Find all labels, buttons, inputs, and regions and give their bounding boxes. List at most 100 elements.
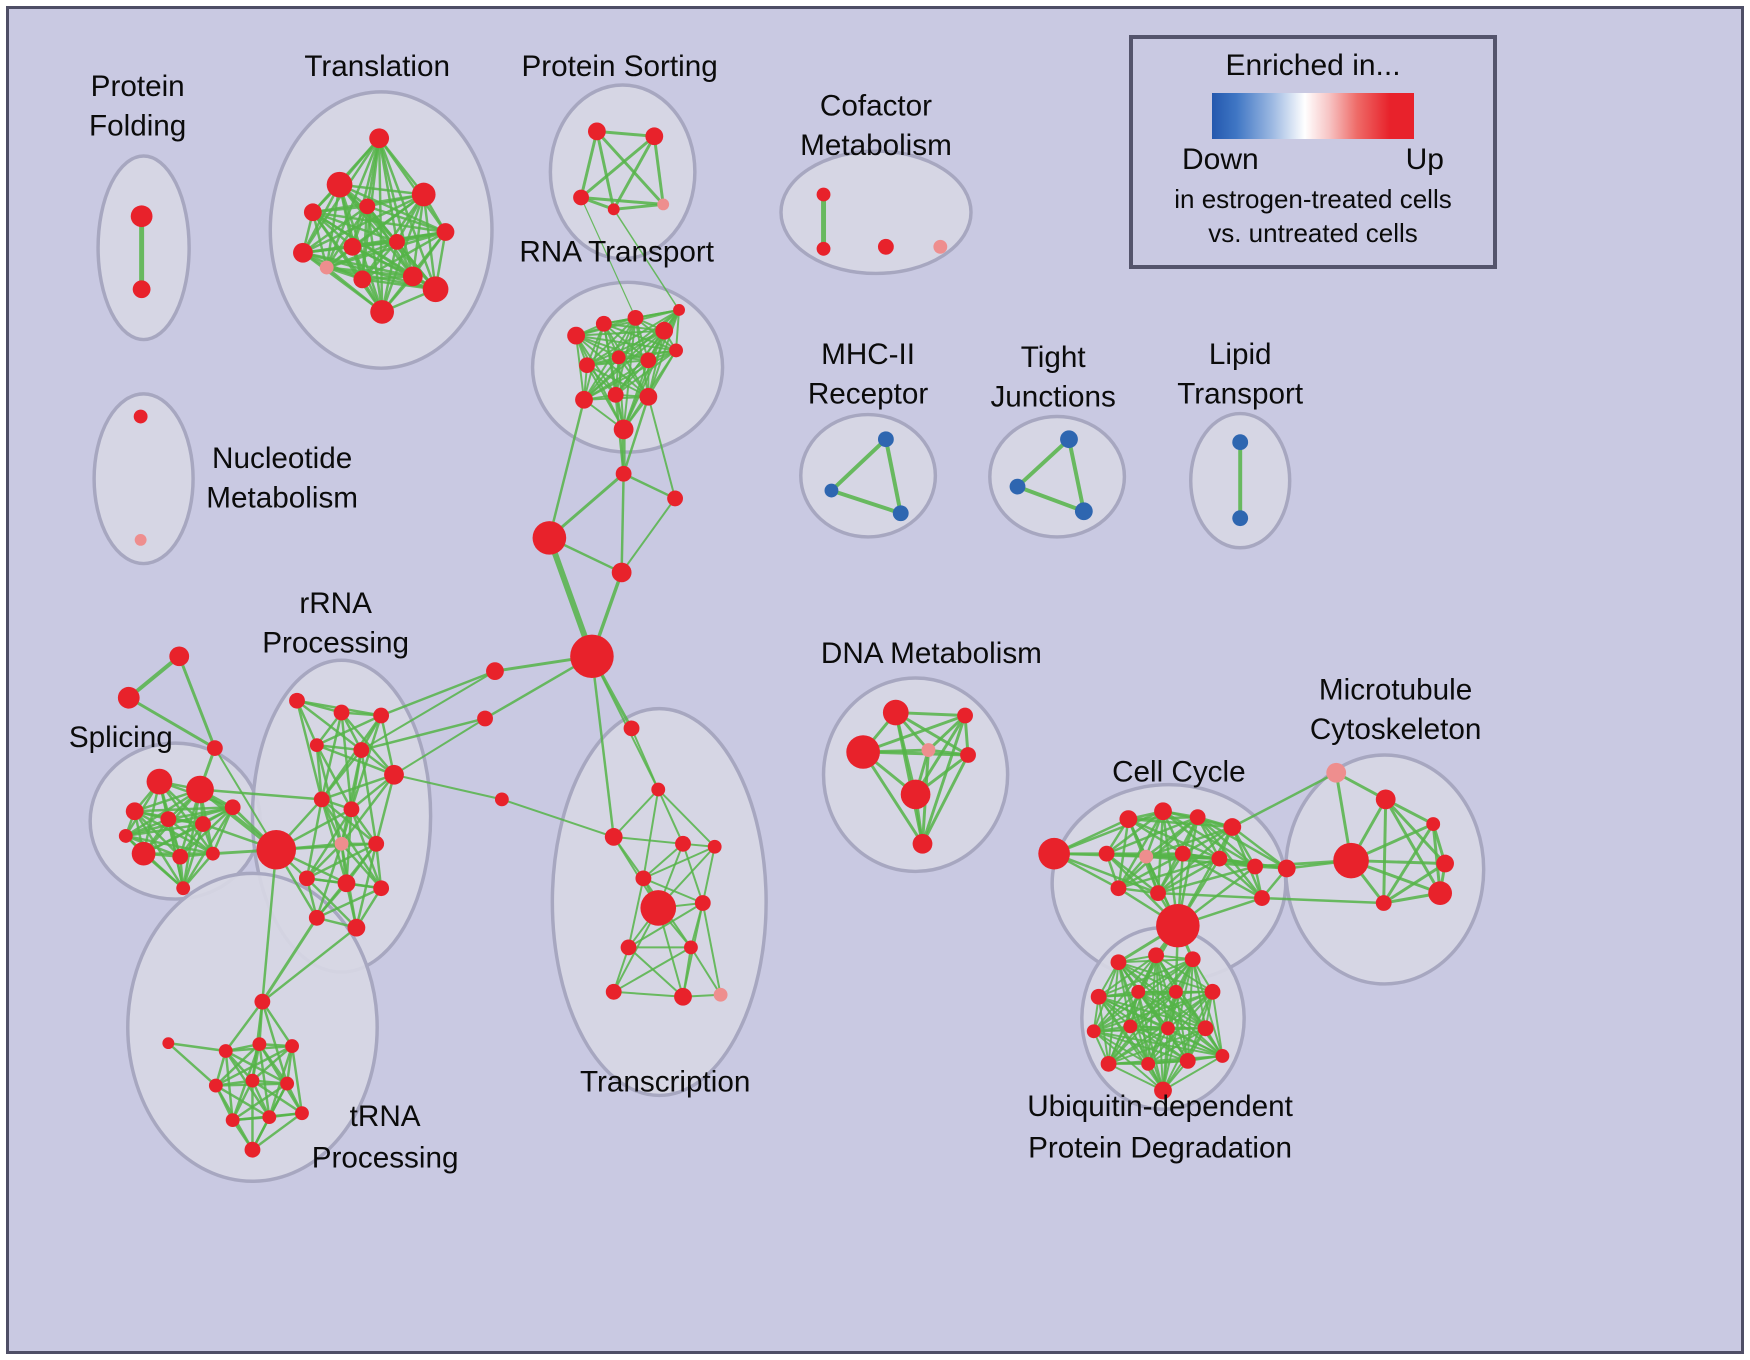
gene-set-node xyxy=(1254,890,1270,906)
overlap-edge xyxy=(380,669,496,717)
overlap-edge xyxy=(182,806,234,889)
overlap-edge xyxy=(361,717,486,752)
overlap-edge xyxy=(620,473,625,573)
cluster-label-tight-junctions: Junctions xyxy=(990,381,1115,414)
legend-endpoint-labels: Down Up xyxy=(1182,143,1444,177)
gene-set-node xyxy=(1110,954,1127,971)
overlap-edge xyxy=(1093,1030,1149,1065)
gene-set-node xyxy=(160,811,177,828)
overlap-edge xyxy=(316,743,395,776)
overlap-edge xyxy=(374,774,396,845)
overlap-edge xyxy=(168,1041,226,1053)
gene-set-node xyxy=(639,387,658,406)
gene-set-node xyxy=(1197,1020,1214,1037)
overlap-edge xyxy=(214,1043,261,1087)
gene-set-node xyxy=(1426,817,1441,831)
gene-set-node xyxy=(285,1039,299,1053)
cluster-label-mhc2-receptor: Receptor xyxy=(808,378,929,411)
overlap-edge xyxy=(320,749,363,801)
overlap-edge xyxy=(613,990,684,998)
overlap-edge xyxy=(1093,990,1177,1033)
overlap-edge xyxy=(128,696,216,750)
gene-set-node xyxy=(933,239,948,254)
legend-subtitle: in estrogen-treated cells vs. untreated … xyxy=(1145,183,1481,251)
gene-set-node xyxy=(587,122,606,141)
overlap-edge xyxy=(261,917,319,1003)
overlap-edge xyxy=(1016,437,1071,489)
gene-set-node xyxy=(657,198,670,211)
overlap-edge xyxy=(895,711,969,757)
legend-up-label: Up xyxy=(1405,143,1444,176)
gene-set-node xyxy=(611,562,632,583)
overlap-edge xyxy=(591,655,660,790)
cluster-label-microtubule-cytoskeleton: Cytoskeleton xyxy=(1310,713,1482,746)
overlap-edge xyxy=(379,715,396,775)
gene-set-node xyxy=(319,260,334,275)
overlap-edge xyxy=(862,714,966,754)
gene-set-node xyxy=(262,1110,277,1125)
overlap-edge xyxy=(586,309,680,367)
overlap-edge xyxy=(295,700,323,800)
overlap-edge xyxy=(623,472,676,500)
gene-set-node xyxy=(1131,984,1146,999)
overlap-edge xyxy=(305,799,323,879)
overlap-edge xyxy=(612,135,656,211)
gene-set-node xyxy=(313,791,330,808)
gene-set-node xyxy=(1428,881,1453,905)
gene-set-node xyxy=(627,309,644,326)
gene-set-node xyxy=(118,829,133,843)
gene-set-node xyxy=(575,390,593,409)
gene-set-node xyxy=(607,203,620,216)
overlap-edge xyxy=(225,1049,288,1085)
overlap-edge xyxy=(1093,990,1213,1033)
overlap-edge xyxy=(921,754,970,845)
overlap-edge xyxy=(393,773,503,801)
legend: Enriched in... Down Up in estrogen-treat… xyxy=(1129,35,1497,269)
gene-set-node xyxy=(707,839,722,854)
cluster-label-rna-transport: RNA Transport xyxy=(519,236,714,269)
overlap-edge xyxy=(340,842,383,890)
overlap-edge xyxy=(613,202,664,211)
overlap-edge xyxy=(340,712,353,810)
gene-set-node xyxy=(373,707,390,724)
gene-set-node xyxy=(1189,809,1206,826)
gene-set-node xyxy=(134,533,147,546)
gene-set-node xyxy=(673,304,685,316)
overlap-edge xyxy=(1105,810,1164,855)
gene-set-node xyxy=(1215,1049,1230,1063)
gene-set-node xyxy=(195,816,211,832)
overlap-edge xyxy=(622,396,650,475)
gene-set-node xyxy=(1156,903,1200,948)
cluster-label-rrna-processing: rRNA xyxy=(299,587,372,620)
overlap-edge xyxy=(378,137,447,233)
overlap-edge xyxy=(575,309,680,337)
cluster-label-mhc2-receptor: MHC-II xyxy=(821,338,915,371)
cluster-label-nucleotide-metabolism: Nucleotide xyxy=(212,442,352,475)
gene-set-node xyxy=(1141,1056,1156,1071)
gene-set-node xyxy=(824,483,839,498)
gene-set-node xyxy=(1247,858,1263,875)
overlap-edge xyxy=(1118,857,1220,890)
overlap-edge xyxy=(595,130,665,206)
overlap-edge xyxy=(1382,862,1446,905)
gene-set-node xyxy=(651,782,666,797)
overlap-edge xyxy=(586,317,637,366)
overlap-edge xyxy=(125,834,214,855)
gene-set-node xyxy=(623,720,640,737)
overlap-edge xyxy=(1261,896,1384,905)
cluster-label-ubiquitin: Protein Degradation xyxy=(1028,1132,1292,1165)
overlap-edge xyxy=(647,309,680,398)
overlap-edge xyxy=(182,852,214,890)
legend-gradient-bar xyxy=(1212,93,1414,139)
gene-set-node xyxy=(604,828,623,846)
overlap-edge xyxy=(921,715,967,845)
gene-set-node xyxy=(645,127,664,146)
gene-set-node xyxy=(125,802,144,821)
overlap-edge xyxy=(690,946,722,996)
gene-set-node xyxy=(1174,845,1191,862)
overlap-edge xyxy=(339,183,424,196)
overlap-edge xyxy=(261,1001,294,1047)
overlap-edge xyxy=(643,845,716,880)
overlap-edge xyxy=(1147,1027,1207,1065)
